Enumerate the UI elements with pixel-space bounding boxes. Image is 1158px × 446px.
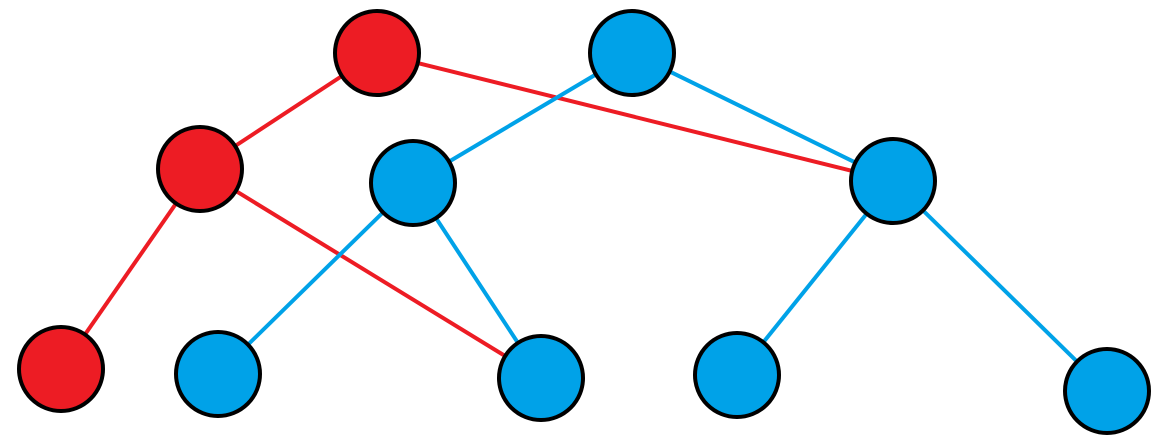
node-b2: [369, 139, 457, 227]
node-r2: [156, 125, 244, 213]
node-b3: [849, 137, 937, 225]
edge-b1-b3: [631, 51, 894, 183]
node-b1: [588, 9, 676, 97]
node-b5: [497, 334, 585, 422]
node-b7: [1063, 347, 1151, 435]
nodes-layer: [17, 9, 1151, 435]
edge-b2-b4: [216, 181, 415, 376]
edge-r2-b5: [198, 167, 543, 380]
node-r1: [333, 9, 421, 97]
node-b6: [693, 331, 781, 419]
edge-b3-b7: [891, 179, 1109, 393]
node-r3: [17, 325, 105, 413]
edge-r1-b3: [376, 51, 894, 183]
node-b4: [174, 330, 262, 418]
